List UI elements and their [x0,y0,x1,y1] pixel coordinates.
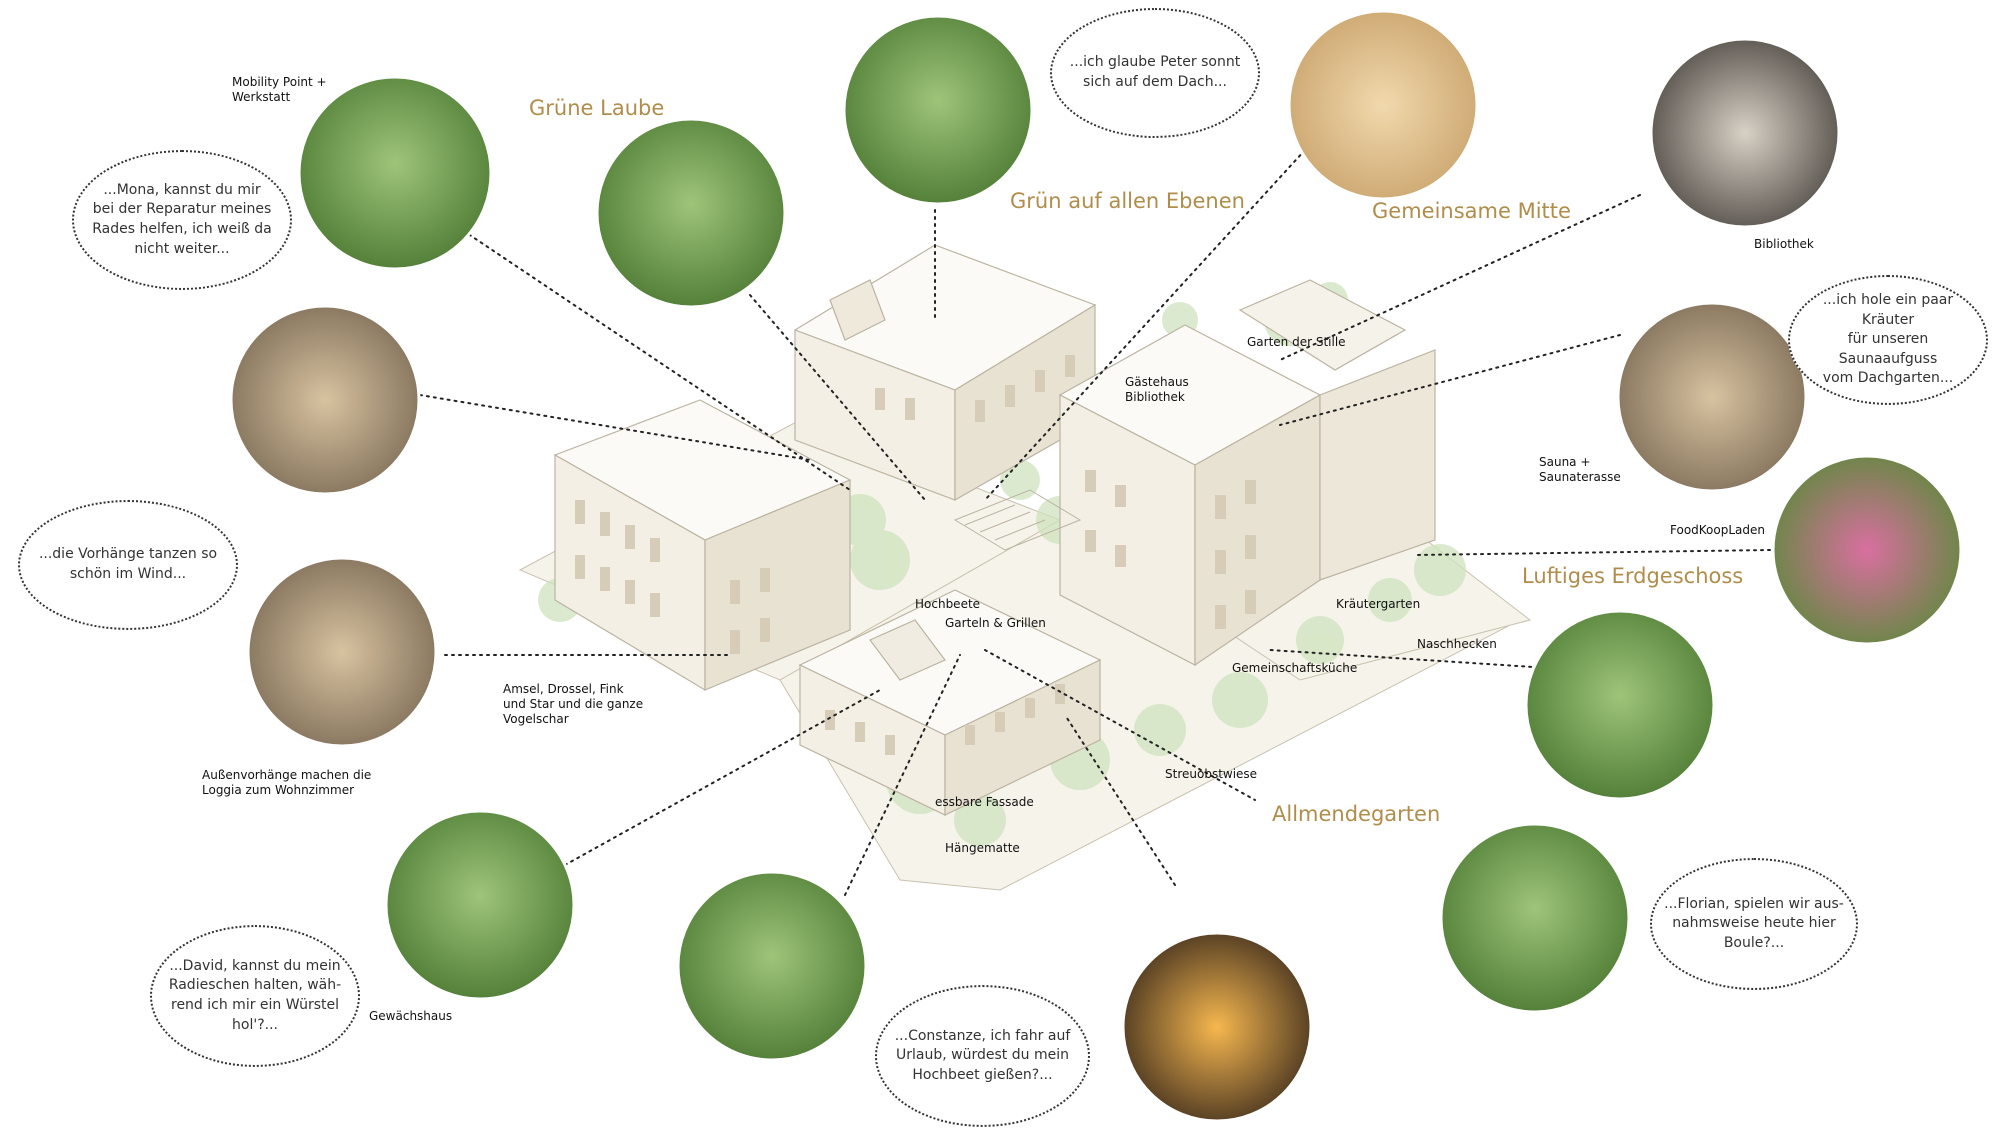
photo-greenhouse [384,809,576,1001]
building-left [553,399,852,692]
speech-bubble-david: ...David, kannst du mein Radieschen halt… [150,925,360,1067]
label-kraeutergarten: Kräutergarten [1336,597,1421,611]
heading-allmendegarten: Allmendegarten [1272,802,1441,826]
label-naschhecken: Naschhecken [1417,637,1497,651]
photo-roof-terrace [842,14,1034,206]
photo-raised-beds [676,870,868,1062]
label-haengematte: Hängematte [945,841,1020,855]
speech-bubble-constanze: ...Constanze, ich fahr auf Urlaub, würde… [875,985,1090,1127]
label-sauna: Sauna + Saunaterasse [1539,455,1621,484]
label-mobility-point: Mobility Point + Werkstatt [232,75,327,104]
building-right-windows [1085,470,1256,629]
heading-gemeinsame-mitte: Gemeinsame Mitte [1372,199,1571,223]
photo-library [1649,37,1841,229]
label-streuobstwiese: Streuobstwiese [1165,767,1258,781]
photo-bike-repair [297,75,493,271]
label-aussenvorhaenge: Außenvorhänge machen die Loggia zum Wohn… [202,768,372,797]
label-garten-der-stille: Garten der Stille [1247,335,1346,349]
label-gaestehaus: Gästehaus Bibliothek [1125,375,1189,404]
label-bibliothek: Bibliothek [1754,237,1814,251]
label-essbare-fassade: essbare Fassade [935,795,1034,809]
building-top [793,244,1097,502]
photo-hammock [1524,609,1716,801]
photo-courtyard [229,304,421,496]
speech-bubble-peter: ...ich glaube Peter sonnt sich auf dem D… [1050,8,1260,138]
photo-sauna-garden [1616,301,1808,493]
building-right [1058,279,1436,667]
building-front-windows [825,684,1065,755]
photo-playground [1287,9,1479,201]
photo-circles [229,9,1963,1123]
building-left-windows [575,500,770,654]
photo-green-arbour [595,117,787,309]
speech-bubble-kraeuter: ...ich hole ein paar Kräuter für unseren… [1788,275,1988,405]
label-gemeinschaftskueche: Gemeinschaftsküche [1232,661,1358,675]
label-vogelschar: Amsel, Drossel, Fink und Star und die ga… [503,682,644,726]
photo-warm-interior [1121,931,1313,1123]
photo-meadow [1439,822,1631,1014]
speech-bubble-vorhaenge: ...die Vorhänge tanzen so schön im Wind.… [18,500,238,630]
label-foodkoopladen: FoodKoopLaden [1670,523,1765,537]
photo-loggia [246,556,438,748]
label-hochbeete: Hochbeete [915,597,981,611]
heading-luftiges-erdgeschoss: Luftiges Erdgeschoss [1522,564,1744,588]
speech-bubble-florian: ...Florian, spielen wir aus- nahmsweise … [1650,858,1858,990]
label-garteln-grillen: Garteln & Grillen [945,616,1046,630]
building-top-windows [875,355,1075,422]
connector-lines [419,149,1771,896]
speech-bubble-mona: ...Mona, kannst du mir bei der Reparatur… [72,150,292,290]
label-gewaechshaus: Gewächshaus [369,1009,453,1023]
pergola [953,489,1082,551]
photo-food-basket [1771,454,1963,646]
heading-gruene-laube: Grüne Laube [529,96,665,120]
heading-gruen-auf-allen-ebenen: Grün auf allen Ebenen [1010,189,1245,213]
